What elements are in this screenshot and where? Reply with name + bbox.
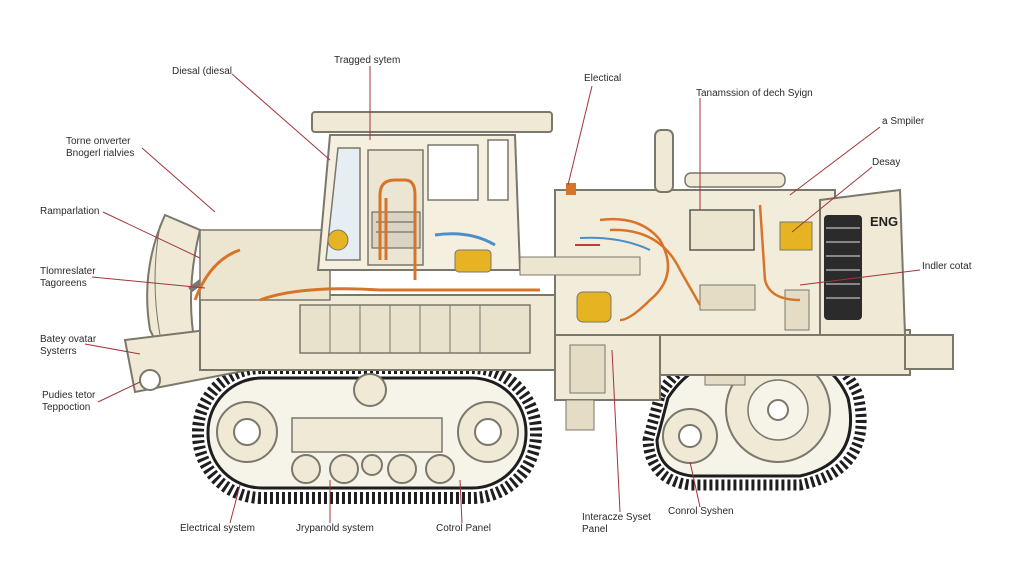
label-torque-converter: Torne onverter Bnogerl rialvies <box>66 136 135 159</box>
label-pudies: Pudies tetor Teppoction <box>42 390 96 413</box>
label-tragged-system: Tragged sytem <box>334 55 401 66</box>
label-control-system: Conrol Syshen <box>668 506 734 517</box>
label-indler-cotat: Indler cotat <box>922 261 972 272</box>
chassis <box>199 229 954 431</box>
engine-badge: ENG <box>870 214 899 229</box>
label-hydraulic-system: Jrypanold system <box>296 523 374 534</box>
label-desay: Desay <box>872 157 901 168</box>
label-electrical-top: Electical <box>584 73 622 84</box>
leader-lines <box>84 66 921 524</box>
front-track-assembly <box>642 334 867 491</box>
rear-track-assembly <box>192 362 542 504</box>
wiring-harness <box>193 178 801 322</box>
label-simplier: a Smpiler <box>882 116 925 127</box>
label-interface-panel: Interacze Syset Panel <box>582 512 651 535</box>
label-battery: Batey ovatar Systerrs <box>40 334 97 357</box>
label-control-panel: Cotrol Panel <box>436 523 492 534</box>
label-tromrelater: Tlomreslater Tagoreens <box>40 266 96 289</box>
label-transmission: Tanamssion of dech Syign <box>696 88 813 99</box>
operator-cab <box>311 111 553 271</box>
engine-housing <box>454 129 907 336</box>
label-electrical-system: Electrical system <box>180 523 256 534</box>
label-diesel: Diesal (diesal <box>172 66 233 77</box>
label-ramparation: Ramparlation <box>40 206 100 217</box>
